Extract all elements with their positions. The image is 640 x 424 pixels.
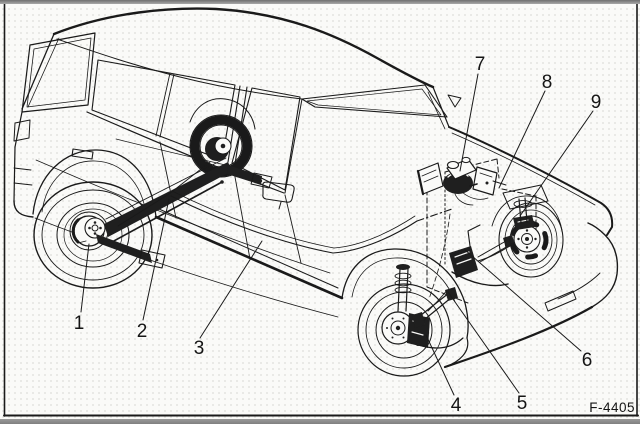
front-right-wheel-arch: [491, 195, 563, 232]
front-right-caliper: [513, 215, 535, 230]
figure-code: F-4405: [589, 400, 635, 415]
brake-pipes: [170, 190, 453, 300]
rear-wheel-arch: [32, 149, 157, 218]
front-nose: [587, 222, 619, 308]
rocker-sill: [154, 215, 344, 300]
brake-pipe-main: [170, 195, 334, 254]
brake-hose: [427, 289, 448, 312]
rear-right-wheel-arch: [189, 98, 256, 130]
callout-1: 1: [74, 313, 85, 334]
reservoir-cap: [446, 160, 460, 170]
front-left-strut: [397, 268, 409, 312]
rear-left-wheel: [33, 181, 153, 289]
windshield: [301, 84, 448, 118]
page-edge-top: [0, 0, 640, 4]
callout-2: 2: [137, 321, 148, 342]
callout-8: 8: [542, 72, 553, 93]
trailing-arm-right: [227, 165, 262, 185]
callout-6: 6: [582, 350, 593, 371]
callout-3: 3: [194, 338, 205, 359]
callout-4: 4: [451, 395, 462, 416]
front-right-strut: [518, 197, 528, 224]
lower-control-arm: [418, 337, 464, 349]
right-driveshaft: [477, 240, 509, 263]
callout-labels: 1 2 3 4 5 6 7 8 9: [74, 54, 602, 416]
stabilizer-bar: [451, 271, 509, 287]
callout-leaders: [80, 73, 594, 396]
front-left-brake-assembly: [357, 264, 464, 377]
roof-drip-rail: [56, 38, 303, 100]
callout-9: 9: [591, 92, 602, 113]
rear-axle-beam: [104, 162, 232, 237]
roof-ridge-line: [52, 7, 435, 89]
page-edge-bottom: [0, 419, 640, 424]
trailing-arm-left: [96, 234, 152, 263]
rear-left-tire: [33, 181, 153, 289]
front-side-window: [231, 87, 301, 191]
a-pillar-far: [432, 86, 450, 128]
hood-fender-edge: [448, 126, 614, 236]
door-mirror: [262, 181, 295, 203]
front-wheel-arch: [341, 248, 469, 339]
car-body-outline: [13, 7, 619, 369]
brake-booster: [443, 172, 473, 194]
callout-7: 7: [475, 54, 486, 75]
figure-frame: [3, 2, 639, 417]
rear-hatch-glass: [21, 32, 96, 113]
front-right-tire: [498, 202, 564, 278]
rear-axle-assembly: [96, 157, 273, 269]
master-cylinder-assembly: [416, 156, 507, 206]
taillight: [13, 119, 31, 142]
strut-tower: [502, 184, 549, 210]
pedal-bracket: [472, 166, 498, 196]
front-bumper-bottom: [443, 305, 594, 369]
front-left-tire: [357, 283, 451, 377]
rear-bumper: [13, 200, 34, 218]
door-handle: [71, 148, 94, 160]
front-right-brake-assembly: [491, 184, 564, 278]
panhard-rod: [111, 181, 223, 243]
front-indicator: [544, 290, 577, 312]
callout-5: 5: [517, 393, 528, 414]
